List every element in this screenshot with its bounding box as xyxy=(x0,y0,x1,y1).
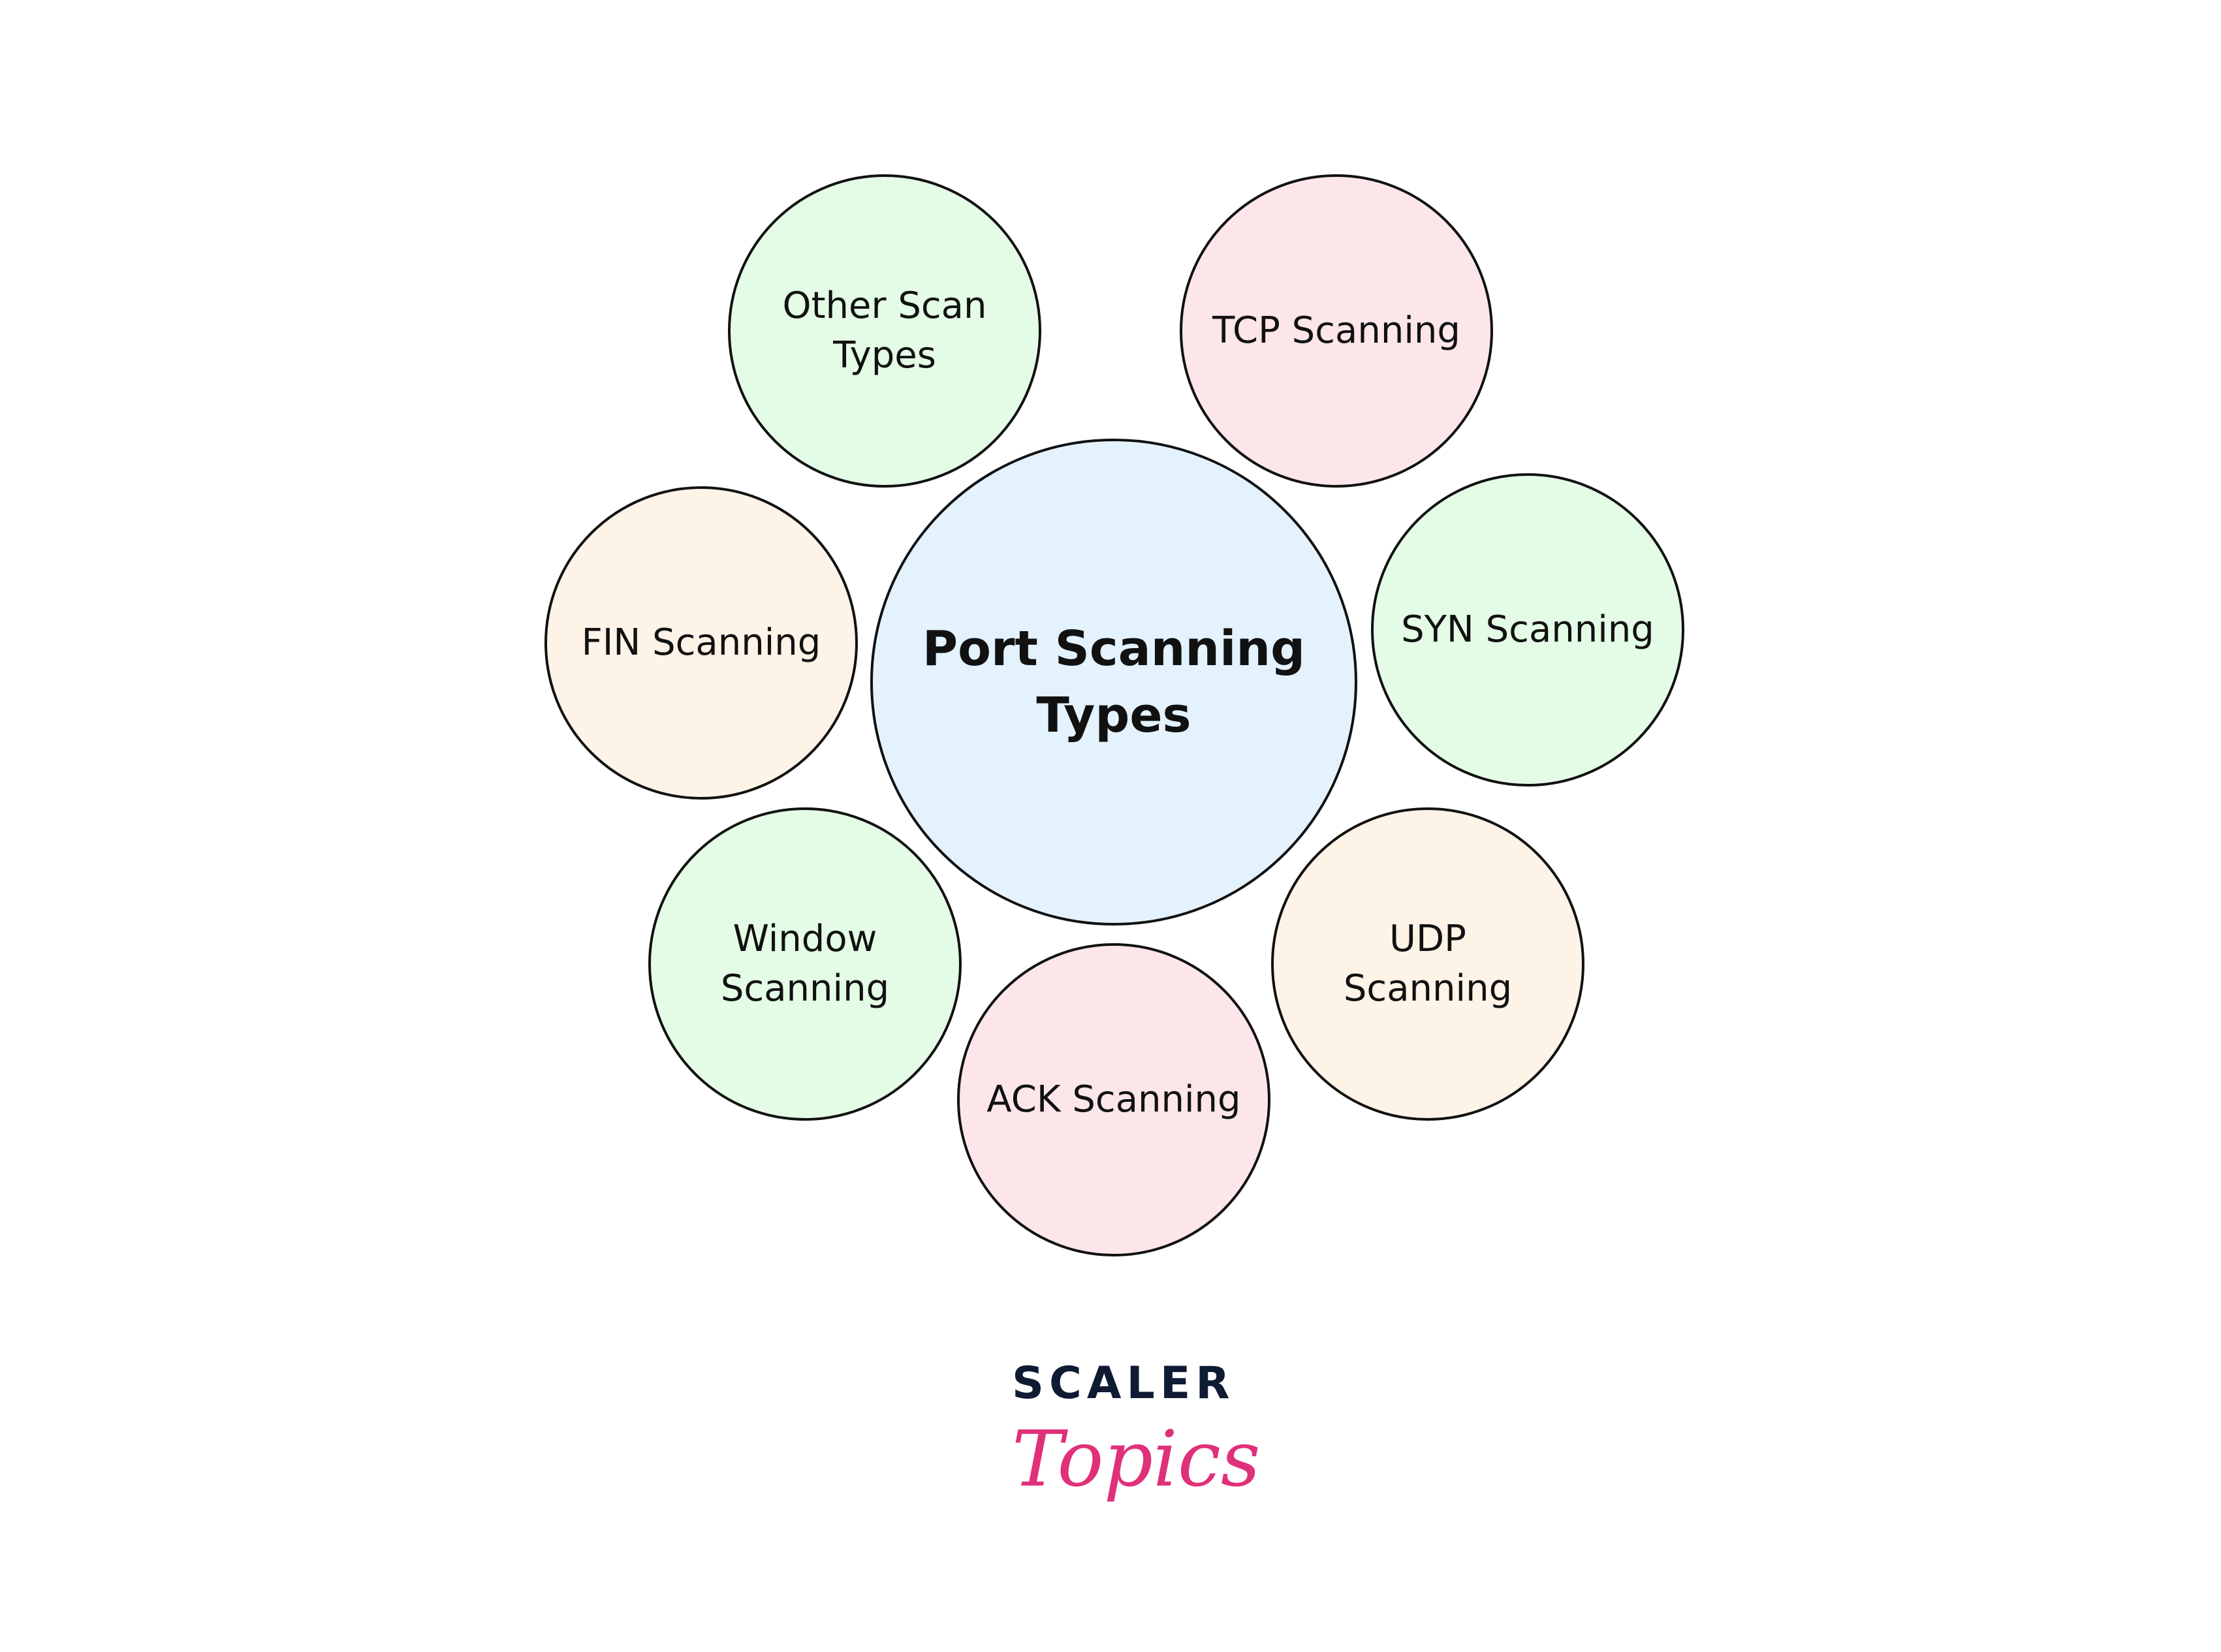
node-label: Other Scan Types xyxy=(782,285,987,377)
node-udp-scanning: UDP Scanning xyxy=(1271,807,1584,1121)
node-label: UDP Scanning xyxy=(1343,918,1513,1010)
node-ack-scanning: ACK Scanning xyxy=(957,943,1270,1256)
center-node-port-scanning-types: Port Scanning Types xyxy=(870,439,1357,926)
node-label: FIN Scanning xyxy=(581,621,821,664)
node-label: ACK Scanning xyxy=(986,1078,1241,1121)
node-window-scanning: Window Scanning xyxy=(648,807,962,1121)
center-node-label: Port Scanning Types xyxy=(922,621,1306,743)
node-label: SYN Scanning xyxy=(1401,608,1654,651)
node-other-scan-types: Other Scan Types xyxy=(728,174,1041,488)
logo-word: SCALER xyxy=(1012,1358,1235,1409)
scaler-topics-logo: SCALER Topics xyxy=(1012,1358,1261,1547)
node-label: TCP Scanning xyxy=(1212,309,1460,352)
node-tcp-scanning: TCP Scanning xyxy=(1180,174,1493,488)
node-fin-scanning: FIN Scanning xyxy=(544,486,858,800)
logo-script: Topics xyxy=(1012,1414,1261,1504)
node-label: Window Scanning xyxy=(720,918,890,1010)
node-syn-scanning: SYN Scanning xyxy=(1371,473,1684,787)
